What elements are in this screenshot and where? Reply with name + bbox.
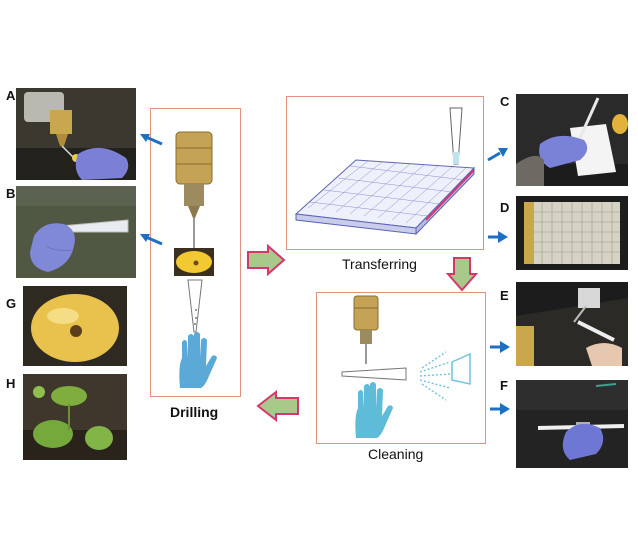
photo-h-seedlings bbox=[23, 374, 127, 460]
photo-h-drawing bbox=[23, 374, 127, 460]
panel-label-c: C bbox=[500, 94, 510, 109]
arrow-to-e bbox=[490, 341, 510, 353]
photo-b-drawing bbox=[16, 186, 136, 278]
photo-f-clean-tip bbox=[516, 380, 628, 468]
flow-arrow-drilling-to-transferring bbox=[247, 243, 286, 277]
arrow-to-a bbox=[140, 134, 163, 146]
transferring-illustration bbox=[294, 107, 476, 236]
cleaning-illustration bbox=[341, 295, 471, 438]
panel-label-e: E bbox=[500, 288, 509, 303]
photo-d-drawing bbox=[516, 196, 628, 270]
panel-label-b: B bbox=[6, 186, 16, 201]
photo-g-drawing bbox=[23, 286, 127, 366]
photo-g-seed bbox=[23, 286, 127, 366]
panel-label-d: D bbox=[500, 200, 510, 215]
cleaning-title: Cleaning bbox=[368, 446, 424, 462]
panel-label-a: A bbox=[6, 88, 16, 103]
panel-label-g: G bbox=[6, 296, 17, 311]
photo-c-transfer bbox=[516, 94, 628, 186]
drilling-illustration bbox=[174, 131, 217, 388]
arrow-to-f bbox=[490, 403, 510, 415]
drilling-title: Drilling bbox=[170, 404, 219, 420]
panel-label-f: F bbox=[500, 378, 508, 393]
photo-a-drawing bbox=[16, 88, 136, 180]
photo-a-drill-seed bbox=[16, 88, 136, 180]
photo-b-tip bbox=[16, 186, 136, 278]
photo-e-cleaning bbox=[516, 282, 628, 366]
photo-e-drawing bbox=[516, 282, 628, 366]
flow-arrow-transferring-to-cleaning bbox=[445, 257, 479, 292]
arrow-to-c bbox=[487, 148, 508, 162]
arrow-to-b bbox=[140, 234, 163, 246]
flow-arrow-cleaning-to-drilling bbox=[256, 389, 299, 423]
photo-d-plate bbox=[516, 196, 628, 270]
panel-label-h: H bbox=[6, 376, 16, 391]
arrow-to-d bbox=[488, 231, 508, 243]
photo-f-drawing bbox=[516, 380, 628, 468]
transferring-title: Transferring bbox=[342, 256, 417, 272]
photo-c-drawing bbox=[516, 94, 628, 186]
